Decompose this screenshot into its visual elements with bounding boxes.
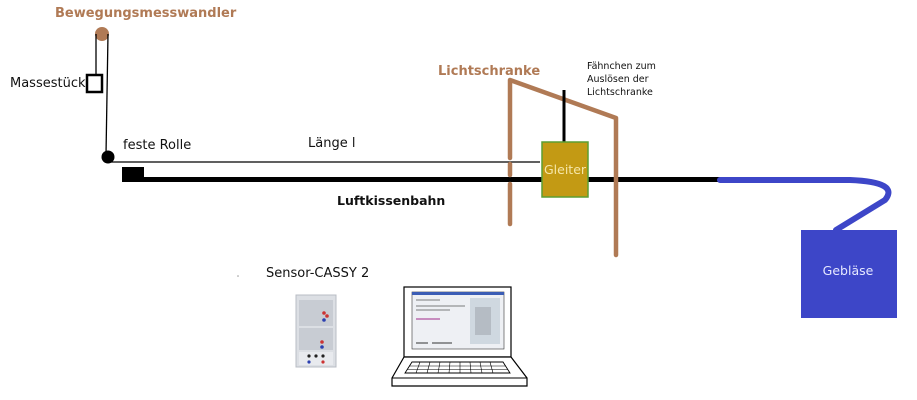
laptop	[391, 286, 528, 387]
light-barrier-label: Lichtschranke	[438, 64, 541, 79]
sensor-cassy-device	[295, 294, 337, 368]
length-label: Länge l	[308, 136, 356, 151]
blower-label: Gebläse	[822, 263, 874, 278]
glider-label: Gleiter	[543, 162, 587, 177]
end-stop	[122, 167, 144, 179]
motion-sensor-pulley	[95, 27, 109, 41]
fixed-pulley-label: feste Rolle	[123, 138, 192, 153]
sensor-cassy-label: Sensor-CASSY 2	[266, 266, 370, 281]
air-track-label: Luftkissenbahn	[337, 193, 446, 208]
flag-label-line1: Fähnchen zum	[587, 61, 656, 72]
fixed-pulley	[101, 150, 115, 164]
air-track	[122, 177, 722, 182]
stray-dot	[237, 275, 239, 277]
flag-label: Fähnchen zum Auslösen der Lichtschranke	[587, 60, 656, 99]
string-to-pulley	[105, 33, 109, 156]
air-hose	[717, 177, 892, 233]
glider	[541, 141, 589, 198]
mass-piece	[85, 73, 104, 94]
blower-box	[801, 230, 897, 318]
flag-label-line3: Lichtschranke	[587, 87, 653, 98]
flag-label-line2: Auslösen der	[587, 74, 649, 85]
mass-label: Massestück	[10, 76, 86, 91]
motion-sensor-label: Bewegungsmesswandler	[55, 6, 237, 21]
